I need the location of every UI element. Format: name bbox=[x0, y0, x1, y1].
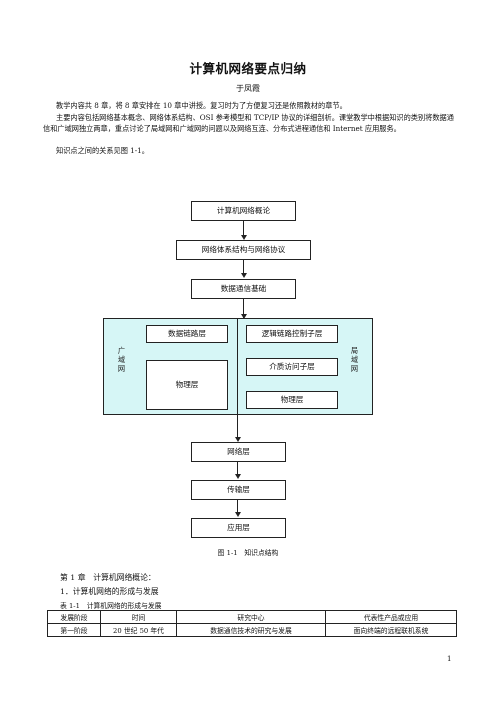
figure-caption: 图 1-1 知识点结构 bbox=[217, 549, 279, 557]
arrow-head bbox=[234, 474, 241, 479]
box-transport-layer: 传输层 bbox=[191, 480, 286, 500]
table-header-cell: 研究中心 bbox=[176, 610, 326, 624]
table-cell: 面向终端的远程联机系统 bbox=[325, 623, 457, 637]
box-physical-layer-wan: 物理层 bbox=[146, 360, 228, 410]
connector-line bbox=[237, 500, 238, 514]
intro-paragraph-1: 教学内容共 8 章，将 8 章安排在 10 章中讲授。复习时为了方便复习还是依照… bbox=[56, 101, 347, 110]
arrow-head bbox=[240, 314, 247, 319]
box-network-layer: 网络层 bbox=[191, 442, 286, 462]
connector-line bbox=[243, 299, 244, 318]
box-data-link-layer: 数据链路层 bbox=[146, 325, 228, 343]
table-row: 第一阶段 20 世纪 50 年代 数据通信技术的研究与发展 面向终端的远程联机系… bbox=[47, 623, 457, 637]
connector-line bbox=[237, 462, 238, 476]
connector-line bbox=[237, 318, 238, 439]
lan-label: 局域网 bbox=[350, 346, 359, 373]
box-application-layer: 应用层 bbox=[191, 518, 286, 538]
table-header-cell: 时间 bbox=[100, 610, 177, 624]
box-mac-sublayer: 介质访问子层 bbox=[246, 358, 338, 376]
table-cell: 20 世纪 50 年代 bbox=[100, 623, 177, 637]
connector-line bbox=[243, 221, 244, 238]
box-physical-layer-lan: 物理层 bbox=[246, 391, 338, 409]
arrow-head bbox=[240, 273, 247, 278]
intro-paragraph-2: 主要内容包括网络基本概念、网络体系结构、OSI 参考模型和 TCP/IP 协议的… bbox=[43, 113, 454, 134]
author-name: 于凤霞 bbox=[236, 84, 260, 93]
intro-paragraph-3: 知识点之间的关系见图 1-1。 bbox=[56, 146, 149, 155]
connector-line bbox=[243, 260, 244, 276]
page-number: 1 bbox=[447, 655, 452, 663]
development-table: 发展阶段 时间 研究中心 代表性产品或应用 第一阶段 20 世纪 50 年代 数… bbox=[47, 610, 457, 637]
table-header-row: 发展阶段 时间 研究中心 代表性产品或应用 bbox=[47, 610, 457, 624]
table-caption: 表 1-1 计算机网络的形成与发展 bbox=[60, 602, 162, 610]
document-title: 计算机网络要点归纳 bbox=[189, 61, 307, 76]
box-architecture: 网络体系结构与网络协议 bbox=[176, 240, 311, 260]
table-header-cell: 代表性产品或应用 bbox=[325, 610, 457, 624]
table-header-cell: 发展阶段 bbox=[47, 610, 101, 624]
section-heading: 1．计算机网络的形成与发展 bbox=[60, 587, 159, 596]
arrow-head bbox=[240, 235, 247, 240]
arrow-head bbox=[234, 437, 241, 442]
table-cell: 第一阶段 bbox=[47, 623, 101, 637]
table-cell: 数据通信技术的研究与发展 bbox=[176, 623, 326, 637]
box-network-overview: 计算机网络概论 bbox=[191, 201, 296, 221]
arrow-head bbox=[234, 512, 241, 517]
wan-label: 广域网 bbox=[117, 346, 126, 373]
box-data-communication: 数据通信基础 bbox=[191, 279, 296, 299]
box-llc-sublayer: 逻辑链路控制子层 bbox=[246, 325, 338, 343]
chapter-heading: 第 1 章 计算机网络概论： bbox=[60, 573, 156, 582]
